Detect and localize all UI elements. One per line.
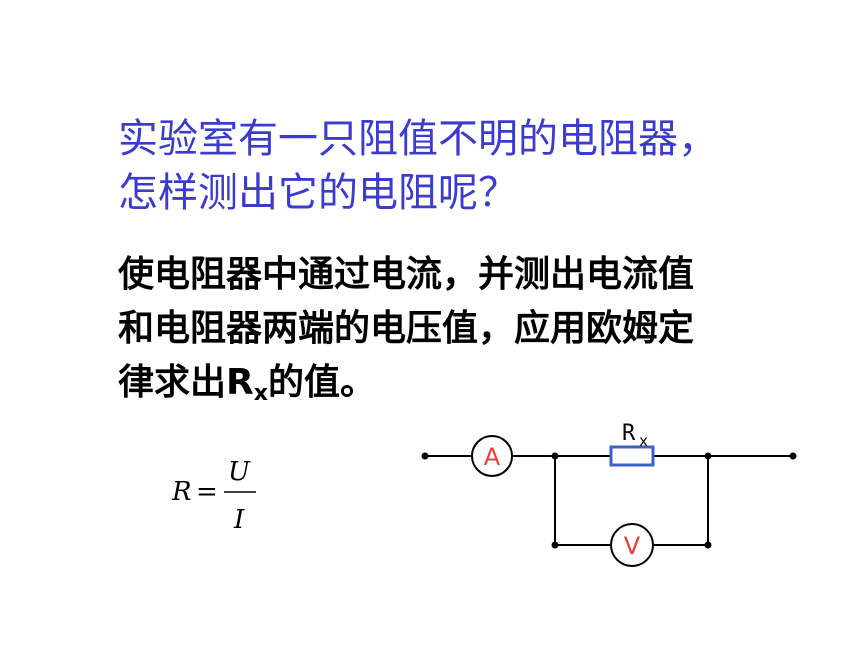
terminal-left-dot xyxy=(421,452,429,460)
circuit-wires xyxy=(425,455,793,546)
ammeter-circle xyxy=(471,435,513,477)
question-line-1: 实验室有一只阻值不明的电阻器， xyxy=(118,116,718,162)
answer-line-3-subscript: x xyxy=(253,381,268,406)
answer-line-3-prefix: 律求出R xyxy=(118,362,254,403)
resistor-label: R xyxy=(622,421,636,446)
ammeter: A xyxy=(471,435,513,477)
terminal-right-dot xyxy=(789,452,797,460)
resistor: R x xyxy=(609,421,655,467)
resistor-subscript: x xyxy=(639,432,648,450)
answer-line-2: 和电阻器两端的电压值，应用欧姆定 xyxy=(118,308,695,349)
question-line-2: 怎样测出它的电阻呢？ xyxy=(118,170,518,216)
junction-bottom-left-dot xyxy=(551,541,559,549)
voltmeter-circle xyxy=(610,523,654,567)
answer-line-3: 律求出Rx的值。 xyxy=(118,356,848,410)
formula-lhs: R xyxy=(171,477,192,507)
junction-top-left-dot xyxy=(551,452,559,460)
ohms-law-formula: R = U I xyxy=(171,457,256,535)
formula-denominator: I xyxy=(233,505,245,535)
voltmeter: V xyxy=(610,523,654,567)
formula-numerator: U xyxy=(228,457,251,487)
resistor-box xyxy=(609,445,655,467)
answer-line-1: 使电阻器中通过电流，并测出电流值 xyxy=(118,254,695,295)
circuit-junctions xyxy=(421,452,797,549)
circuit-diagram: A R x V xyxy=(421,421,797,567)
question-text: 实验室有一只阻值不明的电阻器， 怎样测出它的电阻呢？ xyxy=(118,112,848,220)
junction-bottom-right-dot xyxy=(704,541,712,549)
voltmeter-label: V xyxy=(624,532,641,560)
ammeter-label: A xyxy=(484,443,501,471)
formula-equals: = xyxy=(196,477,218,507)
junction-top-right-dot xyxy=(704,452,712,460)
answer-line-3-suffix: 的值。 xyxy=(267,362,376,403)
answer-text: 使电阻器中通过电流，并测出电流值 和电阻器两端的电压值，应用欧姆定 律求出Rx的… xyxy=(118,248,848,410)
